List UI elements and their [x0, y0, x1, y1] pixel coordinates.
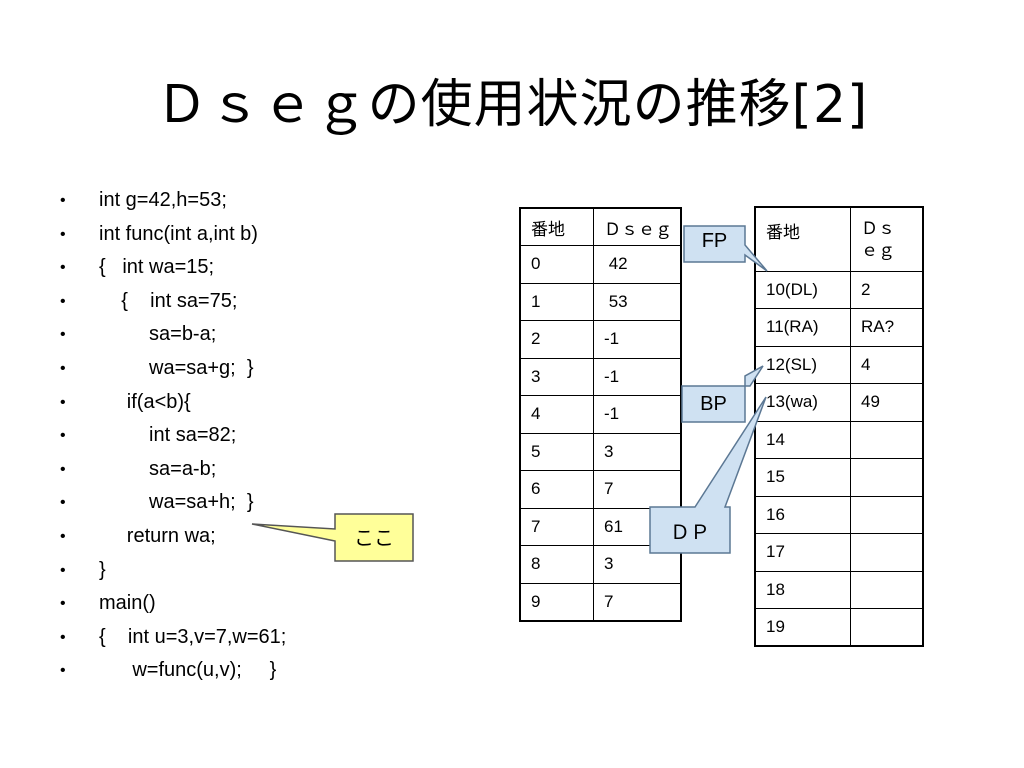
table-row: 3-1 [519, 357, 682, 396]
code-line-text: int g=42,h=53; [99, 189, 227, 211]
bullet-icon: • [60, 561, 66, 579]
address-cell: 17 [754, 533, 851, 572]
address-cell: 7 [519, 507, 594, 546]
address-cell: 2 [519, 320, 594, 359]
bullet-icon: • [60, 662, 66, 680]
table-row: 19 [754, 608, 924, 647]
dseg-header: Ｄｓｅｇ [593, 207, 682, 246]
address-cell: 6 [519, 470, 594, 509]
value-cell [850, 458, 924, 497]
bullet-icon: • [60, 427, 66, 445]
code-line-text: int sa=82; [99, 424, 237, 447]
bullet-icon: • [60, 225, 66, 243]
here-label: ここ [354, 528, 394, 550]
table-row: 14 [754, 420, 924, 459]
dseg-table-stack: 番地 Ｄｓｅｇ 10(DL)2 11(RA)RA? 12(SL)4 13(wa)… [754, 206, 924, 647]
code-line-text: return wa; [99, 524, 216, 547]
bullet-icon: • [60, 527, 66, 545]
value-cell: 49 [850, 383, 924, 422]
table-header-row: 番地 Ｄｓｅｇ [519, 207, 682, 246]
bullet-icon: • [60, 595, 66, 613]
here-callout-shape [251, 513, 414, 562]
address-cell: 10(DL) [754, 270, 851, 309]
address-cell: 18 [754, 570, 851, 609]
table-row: 16 [754, 495, 924, 534]
bullet-icon: • [60, 359, 66, 377]
table-header-row: 番地 Ｄｓｅｇ [754, 206, 924, 272]
table-row: 15 [754, 458, 924, 497]
table-row: 13(wa)49 [754, 383, 924, 422]
value-cell [850, 608, 924, 647]
bullet-icon: • [60, 628, 66, 646]
code-line-text: int func(int a,int b) [99, 222, 258, 245]
code-line-text: wa=sa+h; } [99, 491, 254, 514]
dp-label: ＤＰ [670, 522, 710, 544]
bp-label: BP [700, 393, 727, 415]
code-line-text: w=func(u,v); } [99, 659, 277, 682]
bullet-icon: • [60, 326, 66, 344]
table-row: 10(DL)2 [754, 270, 924, 309]
address-cell: 14 [754, 420, 851, 459]
value-cell: 2 [850, 270, 924, 309]
address-cell: 15 [754, 458, 851, 497]
table-row: 0 42 [519, 245, 682, 284]
code-line-text: wa=sa+g; } [99, 356, 254, 379]
table-row: 18 [754, 570, 924, 609]
slide-title: Ｄｓｅｇの使用状況の推移[2] [155, 75, 869, 135]
code-line-text: { int u=3,v=7,w=61; [99, 625, 287, 648]
address-cell: 13(wa) [754, 383, 851, 422]
code-line-text: if(a<b){ [99, 390, 191, 413]
code-line-text: sa=b-a; [99, 323, 217, 346]
bp-callout-shape [681, 365, 764, 423]
value-cell: 7 [593, 470, 682, 509]
bullet-icon: • [60, 393, 66, 411]
dseg-header-text: Ｄｓｅｇ [861, 219, 895, 260]
value-cell [850, 533, 924, 572]
value-cell: RA? [850, 308, 924, 347]
value-cell [850, 420, 924, 459]
bullet-icon: • [60, 494, 66, 512]
value-cell [850, 495, 924, 534]
code-line-text: } [99, 558, 106, 581]
bullet-icon: • [60, 292, 66, 310]
code-line-text: main() [99, 592, 156, 615]
address-cell: 16 [754, 495, 851, 534]
bullet-icon: • [60, 460, 66, 478]
fp-label: FP [701, 230, 728, 252]
table-row: 17 [754, 533, 924, 572]
address-cell: 11(RA) [754, 308, 851, 347]
dp-callout-shape [649, 396, 767, 554]
address-cell: 8 [519, 545, 594, 584]
dseg-header: Ｄｓｅｇ [850, 206, 924, 272]
value-cell: 42 [593, 245, 682, 284]
table-row: 11(RA)RA? [754, 308, 924, 347]
code-line-text: { int sa=75; [99, 289, 238, 312]
bullet-icon: • [60, 259, 66, 277]
code-line-text: sa=a-b; [99, 457, 217, 480]
bullet-icon: • [60, 192, 66, 209]
address-cell: 12(SL) [754, 345, 851, 384]
code-line-text: { int wa=15; [99, 256, 215, 279]
value-cell: 7 [593, 582, 682, 622]
fp-callout-shape [683, 225, 768, 272]
address-cell: 5 [519, 432, 594, 471]
address-header: 番地 [754, 206, 851, 272]
address-cell: 19 [754, 608, 851, 647]
